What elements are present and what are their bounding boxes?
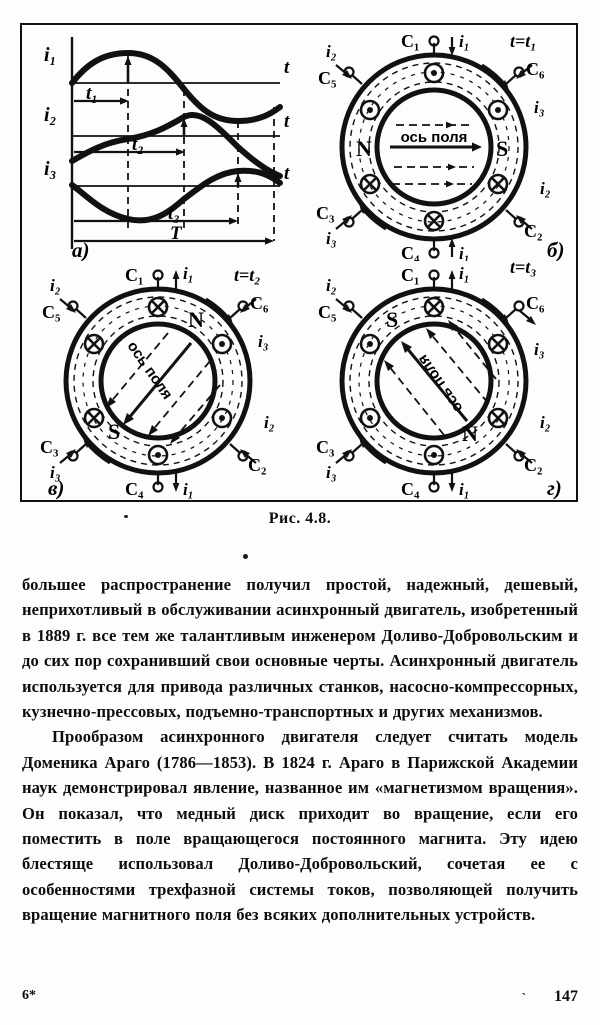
time-label-v: t=t₂ <box>234 265 261 285</box>
current-label-i3-upper-g: i₃ <box>534 340 545 359</box>
terminal-label-c4-v: C₄ <box>125 479 144 499</box>
conductor-symbols-b <box>359 62 509 232</box>
waveform-label-i1: i₁ <box>44 44 57 66</box>
terminal-label-c4-b: C₄ <box>401 243 420 261</box>
terminal-c4-g <box>428 473 440 493</box>
terminal-label-c5-g: C₅ <box>318 302 336 322</box>
current-label-i1-top-b: i₁ <box>459 32 470 51</box>
figure-panel-a: i₁ i₂ i₃ t t t t₁ t₂ t₃ T а) <box>28 29 300 261</box>
paragraph-2: Прообразом асинхронного двигателя следуе… <box>22 727 578 925</box>
waveform-marker-t3: t₃ <box>168 203 180 224</box>
page-number: 147 <box>554 988 578 1005</box>
pole-label-south-b: S <box>496 136 508 161</box>
paragraph-1: большее распространение получил простой,… <box>22 575 578 722</box>
current-label-i1-bottom-v: i₁ <box>183 480 194 499</box>
terminal-label-c3-b: C₃ <box>316 203 335 223</box>
scan-speck <box>243 554 248 559</box>
current-label-i2-upper-b: i₂ <box>326 42 337 61</box>
terminal-label-c6-g: C₆ <box>526 293 545 313</box>
current-label-i2-lower-g: i₂ <box>540 413 551 432</box>
scan-artifact: ` <box>521 990 526 1005</box>
field-axis-v <box>106 332 221 444</box>
pole-label-south-v: S <box>108 419 120 444</box>
current-label-i3-lower-g: i₃ <box>326 463 337 482</box>
figure-frame: i₁ i₂ i₃ t t t t₁ t₂ t₃ T а) <box>20 23 578 502</box>
panel-tag-a: а) <box>72 238 90 261</box>
terminal-label-c2-g: C₂ <box>524 455 542 475</box>
terminal-label-c5-v: C₅ <box>42 302 60 322</box>
waveform-axis-label-t2: t <box>284 111 290 132</box>
terminal-label-c3-v: C₃ <box>40 437 59 457</box>
current-label-i1-top-g: i₁ <box>459 264 470 283</box>
waveform-label-i3: i₃ <box>44 158 57 180</box>
current-label-i1-bottom-b: i₁ <box>459 244 470 261</box>
waveform-label-i2: i₂ <box>44 104 57 126</box>
current-label-i2-upper-v: i₂ <box>50 276 61 295</box>
terminal-label-c1-v: C₁ <box>125 265 143 285</box>
conductor-symbols-g <box>359 296 509 466</box>
time-label-g: t=t₃ <box>510 261 537 277</box>
waveform-axis-label-t1: t <box>284 57 290 78</box>
signature-mark: 6* <box>22 988 36 1003</box>
current-label-i1-bottom-g: i₁ <box>459 480 470 499</box>
terminal-c4-b <box>428 239 440 259</box>
terminal-c1-v <box>152 269 164 289</box>
current-label-i2-lower-v: i₂ <box>264 413 275 432</box>
terminal-label-c5-b: C₅ <box>318 68 336 88</box>
panel-tag-v: в) <box>48 476 64 500</box>
current-label-i2-lower-b: i₂ <box>540 179 551 198</box>
current-label-i3-upper-v: i₃ <box>258 332 269 351</box>
field-axis-g <box>384 320 497 436</box>
current-label-i3-upper-b: i₃ <box>534 98 545 117</box>
pole-label-north-v: N <box>188 307 204 332</box>
terminal-label-c3-g: C₃ <box>316 437 335 457</box>
time-label-b: t=t₁ <box>510 31 537 51</box>
field-axis-b <box>390 121 482 188</box>
terminal-label-c1-g: C₁ <box>401 265 419 285</box>
figure-panel-g: ось поля S N <box>304 261 576 500</box>
figure-panel-v: ось поля N S <box>28 261 300 500</box>
terminal-label-c1-b: C₁ <box>401 31 419 51</box>
panel-tag-b: б) <box>547 238 564 261</box>
waveform-marker-t2: t₂ <box>132 134 144 155</box>
terminal-label-c4-g: C₄ <box>401 479 420 499</box>
pole-label-north-b: N <box>356 136 372 161</box>
body-text: большее распространение получил простой,… <box>22 572 578 928</box>
terminal-label-c6-v: C₆ <box>250 293 269 313</box>
terminal-label-c2-v: C₂ <box>248 455 266 475</box>
current-label-i1-top-v: i₁ <box>183 264 194 283</box>
terminal-c6-g <box>505 300 525 319</box>
terminal-label-c6-b: C₆ <box>526 59 545 79</box>
current-label-i2-upper-g: i₂ <box>326 276 337 295</box>
pole-label-north-g: N <box>462 421 478 446</box>
figure-panel-b: ось поля N S <box>304 29 576 261</box>
field-axis-label-g: ось поля <box>414 351 466 415</box>
waveform-marker-t1: t₁ <box>86 83 98 104</box>
field-axis-label-b: ось поля <box>401 129 468 146</box>
pole-label-south-g: S <box>386 307 398 332</box>
waveform-period-label: T <box>170 223 183 244</box>
terminal-c1-b <box>428 35 440 55</box>
terminal-c4-v <box>152 473 164 493</box>
conductor-symbols-v <box>83 296 233 466</box>
current-label-i3-lower-b: i₃ <box>326 229 337 248</box>
terminal-c1-g <box>428 269 440 289</box>
figure-caption: Рис. 4.8. <box>268 510 332 527</box>
scan-speck <box>124 515 128 518</box>
current-label-i3-lower-v: i₃ <box>50 463 61 482</box>
waveform-axis-label-t3: t <box>284 163 290 184</box>
terminal-label-c2-b: C₂ <box>524 221 542 241</box>
panel-tag-g: г) <box>547 476 562 500</box>
